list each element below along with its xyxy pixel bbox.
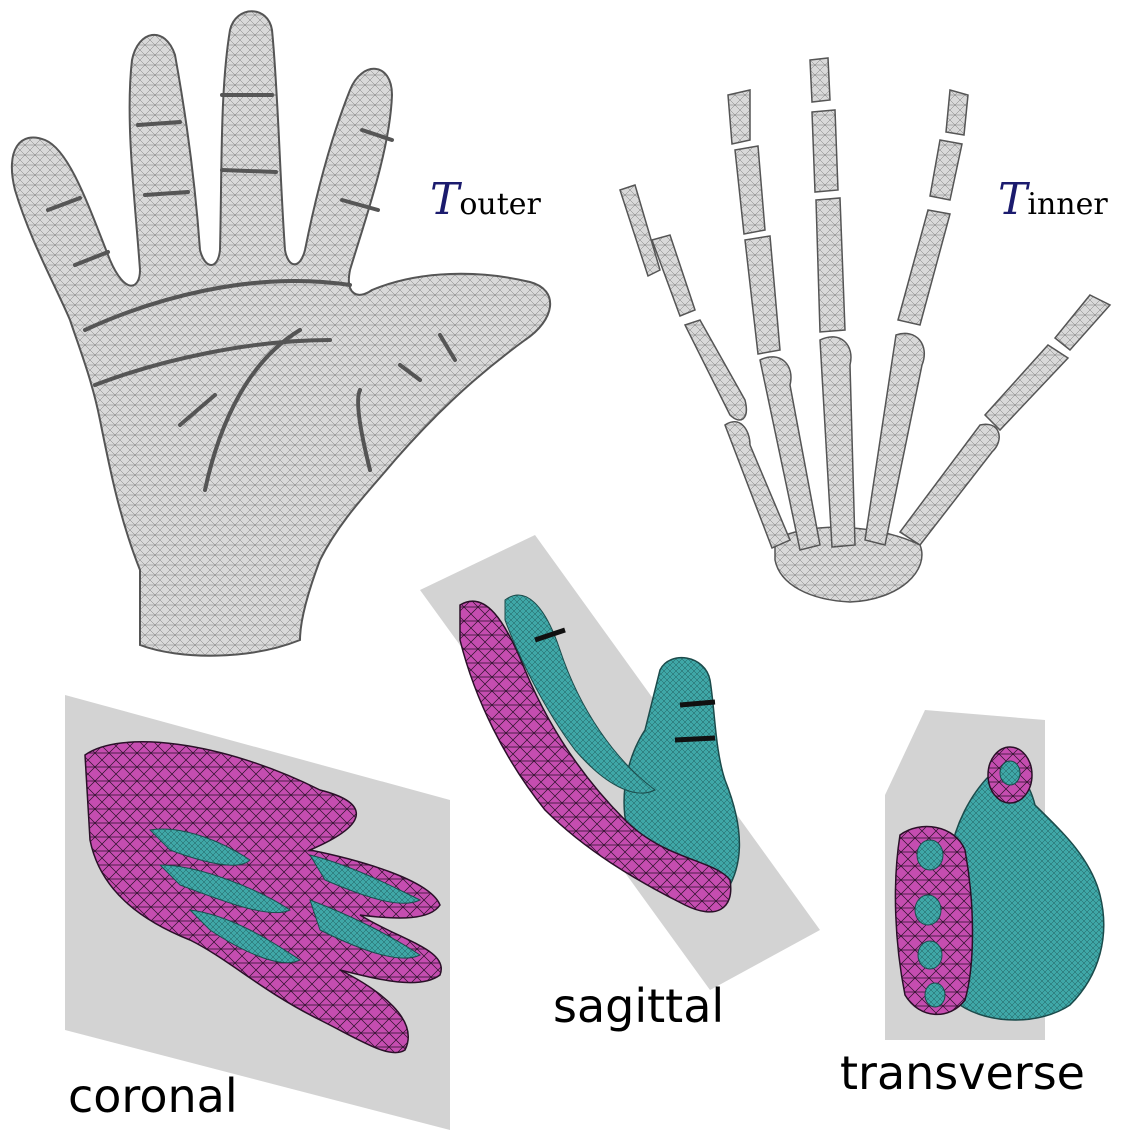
transverse-slice-mesh (880, 705, 1120, 1040)
inner-label-subscript: inner (1027, 187, 1107, 222)
transverse-panel (880, 705, 1120, 1040)
coronal-slice-mesh (60, 690, 460, 1130)
coronal-label: coronal (68, 1073, 238, 1119)
inner-label-symbol: T (998, 174, 1027, 225)
outer-label: Touter (430, 178, 541, 222)
transverse-label: transverse (840, 1050, 1085, 1096)
sagittal-panel (415, 530, 845, 1000)
coronal-panel (60, 690, 460, 1130)
inner-label: Tinner (998, 178, 1108, 222)
sagittal-label: sagittal (553, 983, 724, 1029)
outer-label-symbol: T (430, 174, 459, 225)
outer-label-subscript: outer (459, 187, 541, 222)
sagittal-slice-mesh (415, 530, 845, 1000)
